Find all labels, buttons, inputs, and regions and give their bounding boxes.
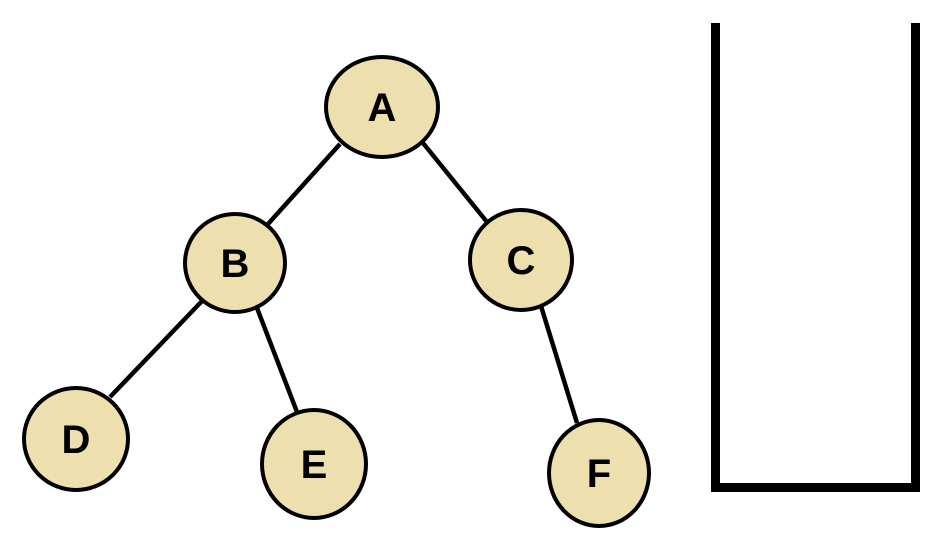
node-label-f: F [587, 452, 611, 496]
stack-container [711, 23, 920, 492]
node-label-d: D [62, 418, 91, 462]
node-label-b: B [221, 242, 250, 286]
tree-edge-b-e [254, 307, 300, 413]
tree-edge-c-f [538, 305, 580, 424]
tree-node-a[interactable]: A [324, 55, 440, 159]
tree-node-c[interactable]: C [468, 208, 574, 312]
tree-edges [108, 141, 580, 424]
node-label-e: E [301, 443, 328, 487]
tree-node-d[interactable]: D [22, 386, 130, 492]
tree-node-f[interactable]: F [547, 418, 651, 528]
stack-right-bar [911, 23, 920, 492]
node-ellipse-f [547, 418, 651, 528]
stack-bottom-bar [711, 483, 920, 492]
node-ellipse-a [324, 55, 440, 159]
tree-node-b[interactable]: B [183, 212, 287, 314]
node-ellipse-d [22, 386, 130, 492]
node-ellipse-e [260, 408, 368, 520]
node-ellipse-b [183, 212, 287, 314]
tree-edge-a-c [421, 141, 489, 224]
tree-nodes: A B C D E F [22, 55, 651, 528]
node-label-a: A [368, 86, 397, 130]
tree-edge-a-b [266, 142, 342, 226]
tree-edge-b-d [108, 298, 205, 399]
stack-left-bar [711, 23, 720, 492]
tree-node-e[interactable]: E [260, 408, 368, 520]
node-ellipse-c [468, 208, 574, 312]
node-label-c: C [507, 239, 536, 283]
